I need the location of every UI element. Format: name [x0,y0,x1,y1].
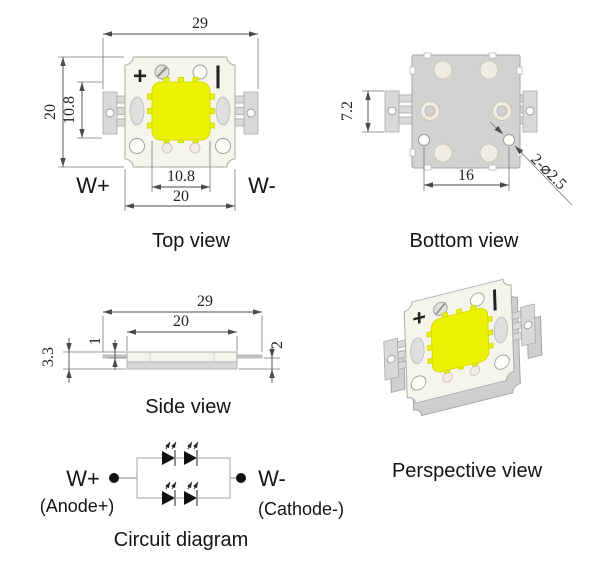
svg-text:10.8: 10.8 [167,168,195,185]
lead-tab-right [234,91,259,135]
module-back [411,54,521,169]
circuit-loop [136,457,231,499]
dim-top-emitter-width: 10.8 [151,141,211,192]
cathode-label: W- [248,173,276,198]
ring-pad [492,101,512,121]
thermal-pad [479,143,499,163]
module-base-layer [126,361,238,370]
thermal-pad [433,60,453,80]
mounting-hole [503,134,515,146]
dim-top-body-width: 20 [124,169,236,211]
ring-pad [420,101,440,121]
dim-top-overall-height: 20 [42,56,124,168]
thermal-pad [433,143,453,163]
screw-icon [154,64,170,80]
small-pad [161,142,173,154]
minus-mark: | [215,62,222,89]
svg-text:10.8: 10.8 [61,96,78,124]
led-symbol [162,481,177,506]
cathode-node [236,473,246,483]
plus-mark: + [133,63,147,90]
module-top-layer [126,351,238,363]
screw-icon [433,301,448,316]
dim-side-overall-height: 3.3 [40,338,126,383]
svg-text:2: 2 [269,341,286,349]
led-symbol [184,481,199,506]
dim-top-overall-width: 29 [102,15,259,89]
side-view: 29 20 3.3 1 [40,293,286,418]
circuit-diagram-title: Circuit diagram [114,529,248,551]
thermal-pad [479,60,499,80]
svg-text:16: 16 [458,167,474,184]
lead-wire [102,354,129,359]
lead-tab-left [383,337,408,381]
cathode-sublabel: (Cathode-) [258,499,344,519]
svg-text:29: 29 [197,293,213,310]
svg-text:3.3: 3.3 [40,347,57,367]
tab-hole-icon [105,108,115,118]
side-slot [129,96,145,126]
mounting-hole [215,138,231,154]
side-view-title: Side view [145,396,231,418]
svg-text:20: 20 [173,188,189,205]
bottom-view: 7.2 16 2-⌀2.5 Bottom view [339,52,573,252]
mounting-hole [418,134,430,146]
dim-side-lead-offset: 1 [87,337,126,370]
led-emitter [147,77,215,143]
svg-text:20: 20 [42,104,59,120]
anode-label: W+ [76,173,110,198]
dim-bottom-tab-height: 7.2 [339,90,384,133]
top-view: + | 29 20 10.8 10.8 [42,15,276,252]
anode-sublabel: (Anode+) [40,496,115,516]
led-emitter [426,304,494,374]
minus-mark: | [491,285,498,312]
dim-side-body-width: 20 [126,313,238,351]
tab-hole-icon [246,108,256,118]
anode-node [109,473,119,483]
dim-top-emitter-height: 10.8 [61,81,102,139]
dim-bottom-hole-spacing: 16 [423,147,510,191]
led-symbol [184,441,199,466]
module-3d-top: + | [383,278,536,404]
top-view-title: Top view [152,230,230,252]
tab-hole-icon [525,106,535,116]
lead-tab-left [102,91,127,135]
lead-tab-right [511,303,536,347]
svg-text:20: 20 [173,313,189,330]
tab-hole-icon [387,106,397,116]
mounting-hole [192,64,208,80]
cathode-label: W- [258,466,286,491]
dim-side-base-height: 2 [239,341,286,383]
dim-side-overall-width: 29 [102,293,263,352]
bottom-view-title: Bottom view [410,230,519,252]
svg-text:7.2: 7.2 [339,101,356,121]
svg-text:29: 29 [192,15,208,32]
mounting-hole [129,138,145,154]
side-slot [215,96,231,126]
led-symbol [162,441,177,466]
svg-text:2-⌀2.5: 2-⌀2.5 [527,151,569,193]
lead-tab-left [384,90,413,133]
circuit-diagram: W+ W- (Anode+) (Cathode-) Circ [40,441,344,551]
svg-text:1: 1 [87,337,104,345]
lead-wire [235,354,263,359]
plus-mark: + [412,303,426,331]
perspective-view: + | Perspective view [383,278,543,482]
small-pad [189,142,201,154]
anode-label: W+ [66,466,100,491]
perspective-view-title: Perspective view [392,460,543,482]
